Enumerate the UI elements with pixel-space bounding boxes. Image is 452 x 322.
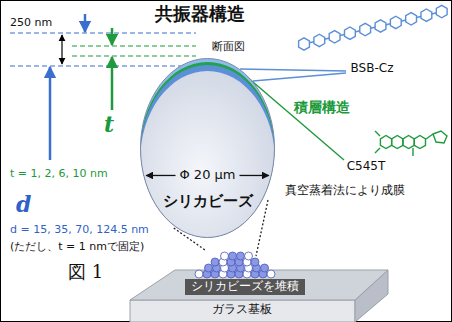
- method-note: 真空蒸着法により成膜: [285, 184, 405, 198]
- dimension: 250 nm: [10, 17, 52, 30]
- molecule-name: BSB-Cz: [351, 62, 394, 76]
- silica-bead: Φ 20 μm シリカビーズ: [140, 58, 275, 238]
- parameter-values: t = 1, 2, 6, 10 nm: [10, 168, 108, 181]
- molecule-name: C545T: [347, 160, 386, 174]
- diameter-label: Φ 20 μm: [180, 168, 236, 183]
- silica-bead-shape: [140, 58, 275, 238]
- symbol: t: [104, 112, 114, 137]
- c545t-molecule: [375, 131, 447, 156]
- dimension-arrows: [50, 14, 112, 160]
- view-label: 断面図: [212, 41, 245, 54]
- glass-substrate: シリカビーズを堆積ガラス基板: [120, 250, 400, 322]
- bead-name: シリカビーズ: [163, 193, 253, 210]
- figure-caption: 図 1: [68, 262, 103, 283]
- title: 共振器構造: [155, 4, 245, 25]
- substrate-name: ガラス基板: [212, 303, 272, 317]
- zoom-line: [256, 200, 268, 256]
- note: (ただし、t = 1 nmで固定): [10, 241, 144, 254]
- bsb-cz-molecule: [299, 5, 448, 50]
- symbol: d: [16, 192, 31, 217]
- level-lines: [10, 33, 196, 66]
- parameter-values: d = 15, 35, 70, 124.5 nm: [10, 224, 149, 237]
- process-note: シリカビーズを堆積: [185, 279, 305, 295]
- structure-label: 積層構造: [294, 99, 350, 115]
